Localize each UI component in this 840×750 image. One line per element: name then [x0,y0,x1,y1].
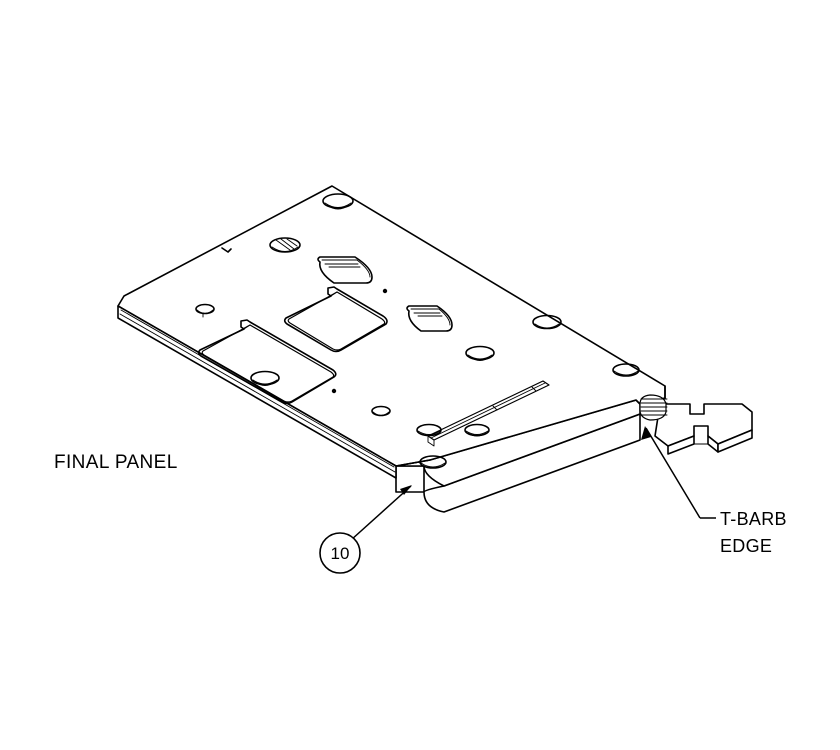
t-barb-leader-line [645,427,701,519]
t-barb-edge-feature [639,394,668,421]
step-front-face [423,413,641,513]
rib-tick-b [531,386,537,392]
barb-body [639,394,667,421]
rib-end-cap [427,435,435,447]
hole-lower-left-a [416,423,442,437]
hole-left-small [195,303,215,318]
final-panel-label: FINAL PANEL [54,452,178,473]
step-seam-line [395,459,431,467]
oblong-slot-lower [406,305,453,332]
rect-cutout-lower-notch-edge [243,324,251,330]
balloon-leader-line [350,485,412,541]
step-left-wall [395,465,425,493]
rect-cutout-lower-inner [201,324,335,403]
rect-cutout-lower [197,319,337,405]
balloon-circle[interactable] [319,532,361,574]
panel-left-edge-highlight-2 [119,313,396,473]
hole-bottom-step [419,455,447,469]
rect-cutout-upper [283,286,388,353]
rect-cutout-upper-notch-edge [330,291,338,297]
rect-cutout-lower-outline [197,319,337,405]
hole-mid-right [465,345,495,361]
tab-front-wall-c [717,429,753,453]
hole-right-lower [612,363,640,377]
t-barb-edge-callout: T-BARB EDGE [641,426,787,556]
rib-center-line [430,382,546,439]
balloon-10-callout[interactable]: 10 [319,485,412,574]
balloon-number: 10 [331,544,350,563]
oblong-slot-upper [317,256,373,284]
counterbored-holes [195,193,640,469]
hole-upper-left-slotted [269,237,301,253]
lower-step-block [395,399,641,513]
panel-left-edge-wall [117,305,397,479]
rect-cutout-upper-inner [287,291,386,351]
hole-mid-left [250,370,280,386]
rib-groove [427,380,550,447]
hole-right-upper [532,314,562,330]
pin-dot-upper [382,288,388,294]
rib-tick-a [492,405,498,411]
t-barb-edge-label-line2: EDGE [720,536,772,556]
rect-cutout-upper-outline [283,286,388,353]
hole-top [322,193,354,210]
balloon-arrowhead [400,485,412,495]
t-barb-edge-label-line1: T-BARB [720,509,787,529]
oblong-slot-upper-inner [321,259,371,278]
hole-lower-left-b [464,423,490,437]
barb-serrations [640,398,668,416]
panel-assembly [117,185,753,513]
pin-dot-lower [331,388,337,394]
edge-notch-nick [221,247,232,253]
t-barb-arrowhead [641,426,651,440]
hole-center-small [371,405,391,417]
oblong-slot-upper-outline [317,256,373,284]
oblong-slot-lower-inner [410,308,451,326]
oblong-slot-lower-outline [406,305,453,332]
notched-tab [654,403,753,455]
